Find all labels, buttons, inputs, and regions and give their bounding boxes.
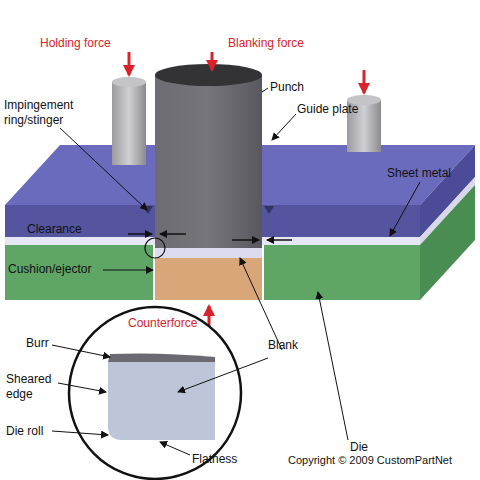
force-label: Blanking force [228, 36, 304, 51]
detail-label: Flatness [192, 452, 237, 467]
force-label: Counterforce [128, 316, 197, 331]
leader-line [52, 431, 108, 435]
part-label: Guide plate [297, 102, 358, 117]
part-label: Impingement ring/stinger [4, 98, 99, 128]
cushion-ejector [155, 258, 262, 300]
part-label: Blank [268, 338, 298, 353]
part-label: Sheet metal [387, 166, 451, 181]
die-left-front [5, 245, 153, 300]
force-arrow [211, 52, 214, 70]
force-arrow [128, 52, 131, 75]
blank-section [108, 362, 215, 440]
die-side [420, 185, 475, 300]
part-label: Cushion/ejector [8, 262, 91, 277]
die-right-front [264, 245, 420, 300]
clearance-arrow [160, 233, 186, 235]
part-label: Clearance [27, 222, 82, 237]
copyright-note: Copyright © 2009 CustomPartNet [288, 453, 452, 468]
force-label: Holding force [40, 36, 111, 51]
leader-line [318, 292, 348, 440]
detail-label: Burr [26, 336, 49, 351]
clearance-arrow [267, 239, 292, 241]
force-arrow [363, 70, 366, 93]
leader-line [390, 182, 420, 236]
leader-line [272, 114, 296, 140]
holding-pin-top [112, 77, 146, 87]
holding-pin [112, 82, 146, 165]
clearance-arrow [232, 239, 259, 241]
stinger-notch [264, 206, 274, 214]
burr-shape [108, 353, 215, 362]
punch-body [155, 75, 262, 248]
leader-line [240, 258, 282, 350]
zoom-marker [145, 238, 165, 258]
leader-line [160, 442, 190, 455]
clearance-arrow [128, 233, 152, 235]
part-label: Punch [270, 80, 304, 95]
leader-line [103, 270, 153, 271]
leader-line [178, 358, 268, 392]
part-label: Die [350, 440, 368, 455]
zoom-circle [69, 307, 241, 479]
detail-label: Die roll [6, 424, 43, 439]
leader-line [262, 88, 268, 92]
leader-line [58, 383, 106, 392]
punch-top [155, 64, 262, 86]
leader-line [52, 345, 110, 357]
blank-part [155, 248, 262, 258]
detail-label: Sheared edge [6, 372, 61, 402]
leader-line [60, 128, 147, 210]
